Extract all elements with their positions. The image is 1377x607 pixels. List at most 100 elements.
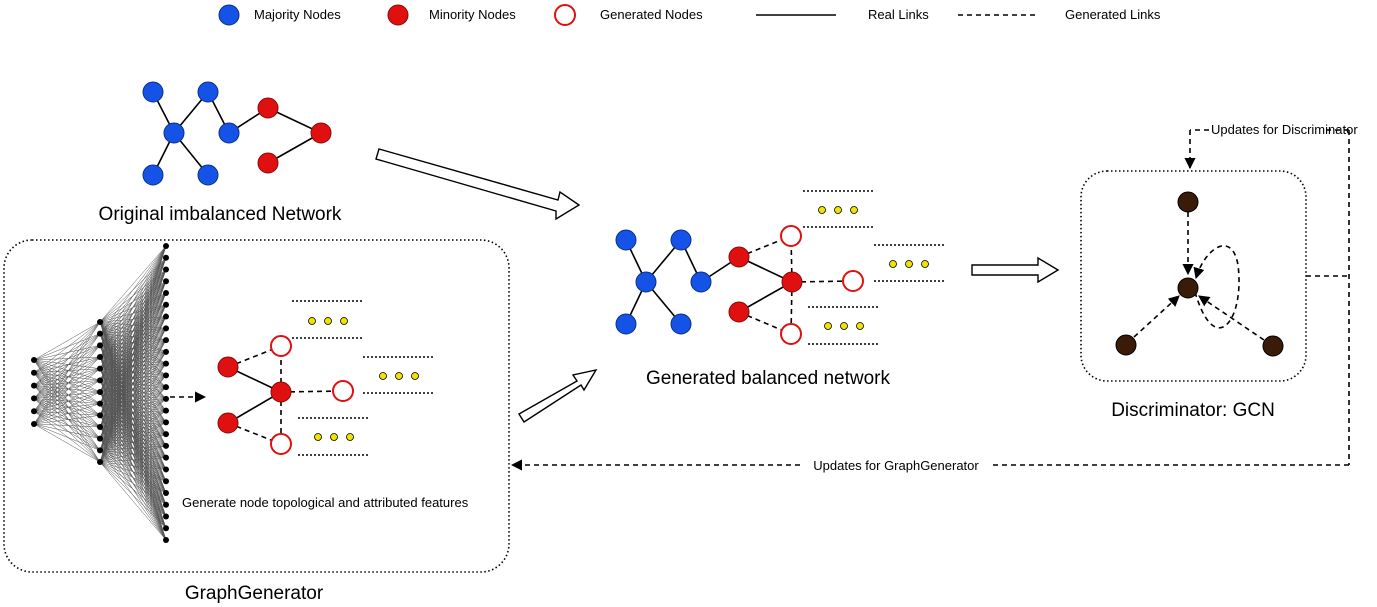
legend-generated-node-icon [554, 4, 576, 26]
balanced-network-label: Generated balanced network [646, 368, 890, 389]
legend-minority-label: Minority Nodes [429, 7, 516, 22]
generated-node [332, 380, 354, 402]
discriminator-box: Discriminator: GCN [1080, 170, 1307, 421]
graph-generator-label: GraphGenerator [185, 583, 324, 604]
feature-vector [803, 190, 873, 228]
feature-vector [363, 356, 433, 394]
neural-network-neuron [163, 254, 169, 261]
neural-network-neuron [163, 301, 169, 308]
neural-network-neuron [31, 395, 37, 402]
neural-network-neuron [163, 466, 169, 473]
hollow-arrow-to-balanced [375, 148, 581, 221]
updates-discriminator-path [1184, 129, 1350, 465]
majority-node [142, 164, 164, 186]
hollow-arrow-to-discriminator [971, 256, 1060, 284]
majority-node [670, 313, 692, 335]
updates-discriminator-label: Updates for Discriminator [1211, 122, 1358, 137]
neural-network-neuron [163, 537, 169, 543]
majority-node [670, 229, 692, 251]
neural-network-neuron [163, 360, 169, 367]
minority-node [781, 271, 803, 293]
neural-network-neuron [163, 489, 169, 496]
neural-network-neuron [163, 395, 169, 402]
neural-network-neuron [163, 372, 169, 379]
neural-network-neuron [97, 377, 103, 384]
neural-network-neuron [97, 342, 103, 349]
generated-node [842, 270, 864, 292]
feature-vector [298, 417, 368, 456]
neural-network-neuron [163, 454, 169, 461]
neural-network-neuron [97, 435, 103, 442]
minority-node [217, 356, 239, 378]
discriminator-node [1177, 191, 1199, 213]
neural-network-neuron [163, 384, 169, 391]
majority-node [197, 164, 219, 186]
hollow-arrow-generator-to-balanced [518, 368, 598, 423]
neural-network-neuron [97, 365, 103, 372]
neural-network-neuron [163, 290, 169, 297]
neural-network-neuron [97, 447, 103, 454]
neural-network-neuron [97, 330, 103, 337]
minority-node [728, 301, 750, 323]
neural-network-neuron [97, 459, 103, 465]
discriminator-label: Discriminator: GCN [1111, 400, 1275, 421]
neural-network-neuron [97, 424, 103, 430]
neural-network-neuron [163, 501, 169, 508]
neural-network-neuron [163, 431, 169, 438]
legend-majority-label: Majority Nodes [254, 7, 341, 22]
majority-node [690, 271, 712, 293]
discriminator-node [1115, 334, 1137, 356]
generated-node [780, 225, 802, 247]
neural-network-neuron [97, 354, 103, 360]
neural-network-neuron [163, 313, 169, 320]
minority-node [728, 246, 750, 268]
neural-network-neuron [97, 319, 103, 325]
neural-network-neuron [163, 348, 169, 355]
graph-generator-box: Generate node topological and attributed… [3, 239, 510, 604]
generated-node [270, 433, 292, 455]
neural-network-neuron [163, 337, 169, 344]
majority-node [142, 81, 164, 103]
updates-generator-label: Updates for GraphGenerator [813, 458, 979, 473]
feature-vector [808, 306, 878, 345]
neural-network-neuron [163, 266, 169, 273]
minority-node [270, 381, 292, 403]
neural-network-neuron [31, 382, 37, 389]
minority-node [310, 122, 332, 144]
neural-network-neuron [31, 408, 37, 415]
discriminator-node [1177, 277, 1199, 299]
legend-majority-node-icon [218, 4, 240, 26]
original-network: Original imbalanced Network [99, 81, 342, 225]
majority-node [615, 229, 637, 251]
majority-node [615, 313, 637, 335]
neural-network-neuron [163, 442, 169, 449]
legend: Majority Nodes Minority Nodes Generated … [218, 4, 1161, 26]
legend-generated-label: Generated Nodes [600, 7, 703, 22]
majority-node [635, 271, 657, 293]
generated-node [270, 335, 292, 357]
generated-node [780, 323, 802, 345]
minority-node [257, 152, 279, 174]
majority-node [197, 81, 219, 103]
neural-network-neuron [31, 369, 37, 376]
feature-vector [874, 244, 944, 282]
minority-node [257, 97, 279, 119]
neural-network-nodes [31, 243, 169, 543]
neural-network-neuron [31, 357, 37, 363]
discriminator-node [1262, 335, 1284, 357]
neural-network-neuron [163, 419, 169, 426]
neural-network-edges [33, 245, 167, 541]
legend-minority-node-icon [387, 4, 409, 26]
neural-network-neuron [163, 278, 169, 285]
neural-network-neuron [31, 421, 37, 427]
neural-network-neuron [97, 412, 103, 419]
legend-generated-links-label: Generated Links [1065, 7, 1161, 22]
neural-network-neuron [163, 478, 169, 485]
neural-network-neuron [97, 389, 103, 395]
feature-vector [292, 300, 362, 339]
majority-node [163, 122, 185, 144]
original-network-label: Original imbalanced Network [99, 204, 342, 225]
neural-network-neuron [163, 325, 169, 332]
majority-node [218, 122, 240, 144]
